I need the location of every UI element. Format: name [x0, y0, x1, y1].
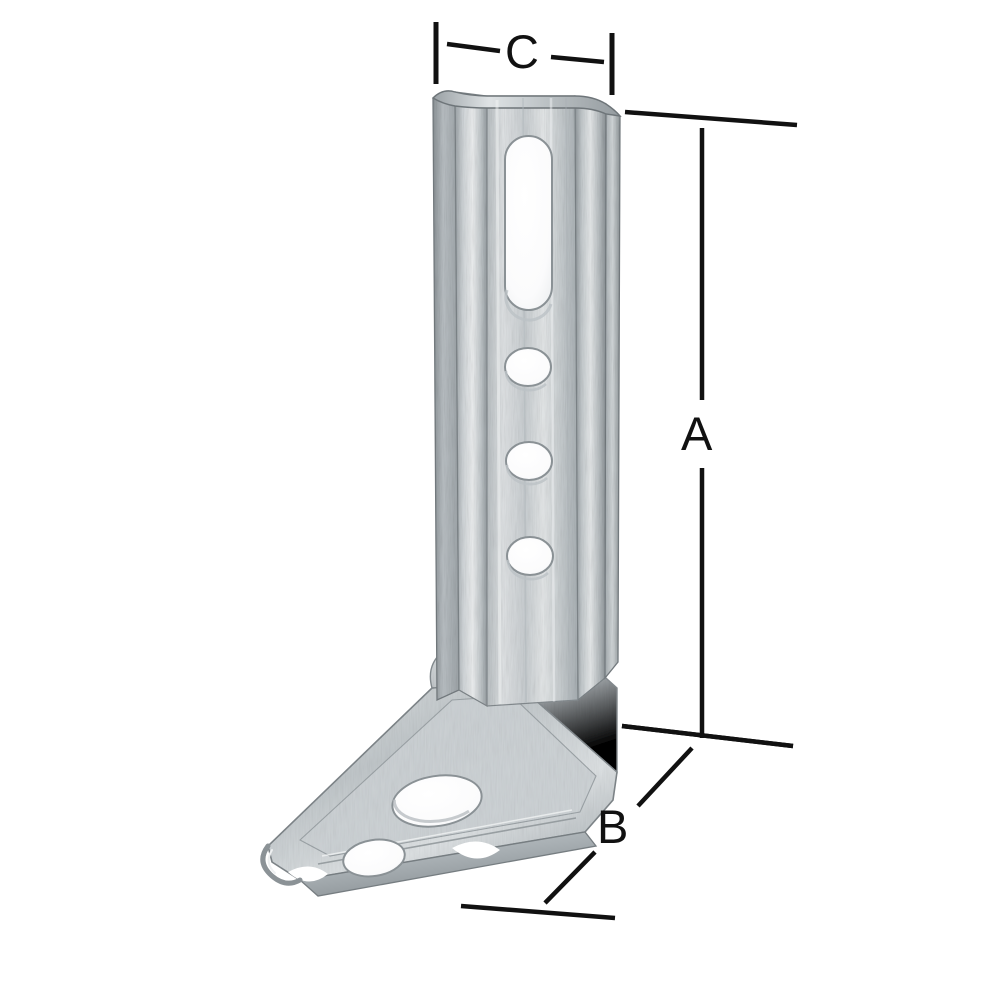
- left-rib: [454, 91, 488, 708]
- base-oval-hole: [391, 774, 483, 828]
- base-round-hole: [342, 838, 406, 878]
- right-flange: [604, 102, 621, 680]
- bracket-body: [260, 90, 622, 897]
- vertical-leg: [431, 90, 622, 708]
- dimension-c: [433, 22, 615, 95]
- dimension-b: [460, 723, 794, 921]
- dim-a-ext-top: [624, 109, 798, 128]
- dim-b-ext-upper: [621, 723, 794, 749]
- vertical-leg-slot: [504, 135, 553, 311]
- vertical-leg-hole-1: [504, 347, 552, 387]
- base-oval-hole-shadow: [392, 799, 470, 823]
- vertical-leg-hole-3: [506, 536, 554, 576]
- horizontal-leg: [260, 681, 618, 897]
- dim-b-line-lower: [543, 850, 597, 905]
- right-rib: [574, 95, 607, 702]
- dim-c-line-left: [446, 41, 501, 54]
- hole-1-shadow: [504, 370, 547, 392]
- base-lip-highlight: [267, 849, 276, 874]
- hole-3-shadow: [506, 559, 549, 581]
- top-edge-profile: [431, 90, 622, 117]
- vertical-leg-hole-2: [505, 441, 553, 481]
- base-notch-inner: [452, 841, 500, 859]
- slot-inner-shadow: [504, 289, 553, 322]
- base-curled-lip: [260, 843, 303, 886]
- dim-b-line-upper: [636, 746, 694, 808]
- hole-2-shadow: [505, 464, 548, 486]
- dimension-label-c: C: [505, 25, 539, 78]
- dimension-label-b: B: [597, 800, 629, 853]
- base-notch-outer: [288, 866, 328, 882]
- dim-b-ext-lower: [460, 903, 616, 921]
- dimension-label-a: A: [681, 407, 713, 460]
- dim-c-line-right: [550, 54, 605, 65]
